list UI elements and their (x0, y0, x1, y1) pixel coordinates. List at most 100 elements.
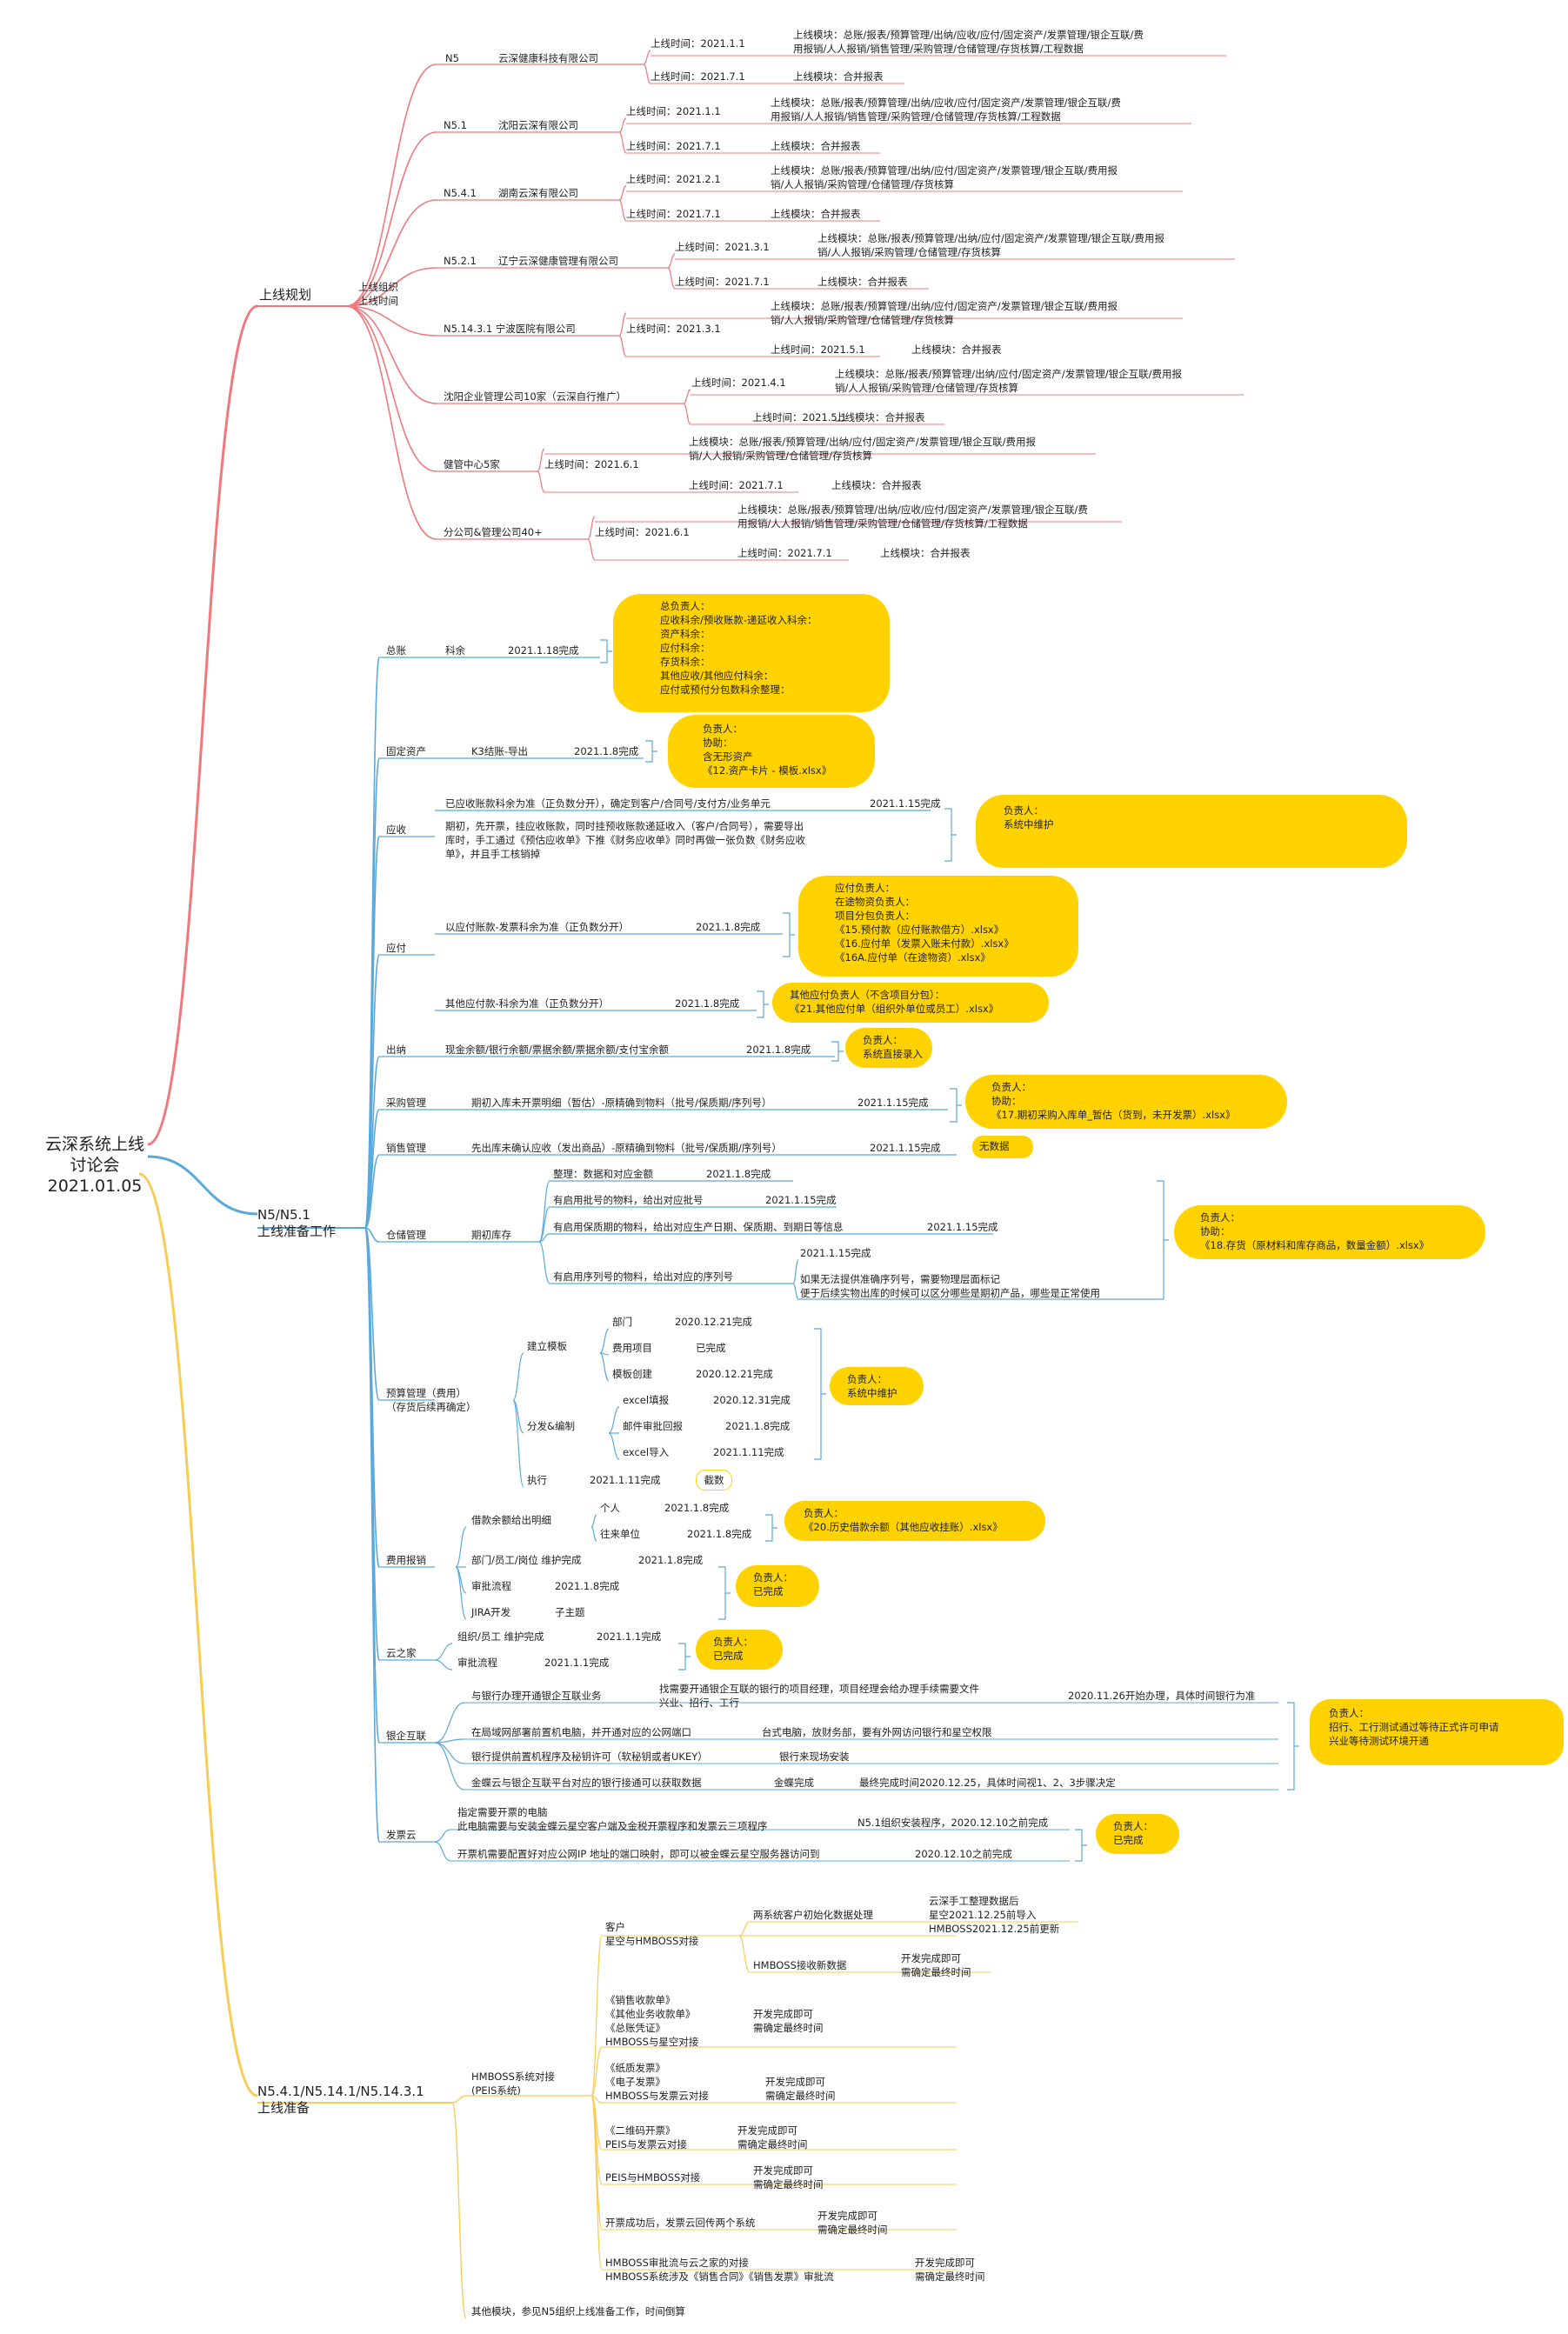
prep-sales-note[interactable]: 无数据 (972, 1136, 1033, 1158)
plan-sy-time1[interactable]: 上线时间：2021.4.1 (691, 377, 786, 389)
prep-inventory-opening[interactable]: 期初库存 (471, 1229, 511, 1241)
prep-fa-done[interactable]: 2021.1.8完成 (574, 745, 639, 757)
hm-customer-receive-note[interactable]: 开发完成即可 需确定最终时间 (901, 1952, 971, 1978)
prep-budget-note[interactable]: 负责人： 系统中维护 (830, 1367, 924, 1405)
expense-approval-done[interactable]: 2021.1.8完成 (555, 1580, 620, 1592)
plan-n5-modules1[interactable]: 上线模块：总账/报表/预算管理/出纳/应收/应付/固定资产/发票管理/银企互联/… (793, 29, 1144, 55)
budget-import[interactable]: excel导入 (623, 1446, 670, 1458)
budget-expense-done[interactable]: 已完成 (696, 1342, 726, 1354)
branch-n5-prep[interactable]: N5/N5.1 上线准备工作 (257, 1207, 337, 1239)
budget-setup[interactable]: 建立模板 (527, 1340, 567, 1352)
plan-fg-time1[interactable]: 上线时间：2021.6.1 (595, 526, 690, 538)
invoice-2[interactable]: 开票机需要配置好对应公网IP 地址的端口映射，即可以被金蝶云星空服务器访问到 (457, 1848, 820, 1860)
bank-1[interactable]: 与银行办理开通银企互联业务 (471, 1690, 602, 1702)
prep-yunzhijia[interactable]: 云之家 (386, 1647, 417, 1659)
plan-n541-time1[interactable]: 上线时间：2021.2.1 (626, 173, 721, 185)
bank-3-remark[interactable]: 银行来现场安装 (779, 1750, 850, 1763)
plan-n521-modules2[interactable]: 上线模块：合并报表 (817, 276, 908, 288)
plan-fg-org[interactable]: 分公司&管理公司40+ (444, 526, 543, 538)
plan-n521-time2[interactable]: 上线时间：2021.7.1 (675, 276, 770, 288)
bank-1-remark[interactable]: 找需要开通银企互联的银行的项目经理，项目经理会给办理手续需要文件 兴业、招行、工… (659, 1683, 979, 1709)
prep-cashier-1[interactable]: 现金余额/银行余额/票据余额/票据余额/支付宝余额 (445, 1044, 669, 1056)
plan-n5-time1[interactable]: 上线时间：2021.1.1 (651, 37, 745, 50)
plan-n51-org[interactable]: 沈阳云深有限公司 (498, 119, 578, 131)
plan-fg-time2[interactable]: 上线时间：2021.7.1 (737, 547, 832, 559)
plan-n5-modules2[interactable]: 上线模块：合并报表 (793, 70, 884, 83)
plan-n541-modules2[interactable]: 上线模块：合并报表 (771, 208, 861, 220)
invoice-1-date[interactable]: N5.1组织安装程序，2020.12.10之前完成 (857, 1817, 1049, 1829)
plan-n5-time2[interactable]: 上线时间：2021.7.1 (651, 70, 745, 83)
hm-customer-receive[interactable]: HMBOSS接收新数据 (753, 1959, 847, 1971)
plan-n5141-modules1[interactable]: 上线模块：总账/报表/预算管理/出纳/应付/固定资产/发票管理/银企互联/费用报… (771, 300, 1118, 326)
prep-invoice-cloud[interactable]: 发票云 (386, 1829, 417, 1841)
prep-gl-done[interactable]: 2021.1.18完成 (508, 644, 579, 657)
plan-n5141-time2[interactable]: 上线时间：2021.5.1 (771, 343, 865, 356)
budget-excel-done[interactable]: 2020.12.31完成 (713, 1394, 791, 1406)
prep-cashier[interactable]: 出纳 (386, 1044, 406, 1056)
budget-import-done[interactable]: 2021.1.11完成 (713, 1446, 784, 1458)
prep-ar-2[interactable]: 期初，先开票，挂应收账款，同时挂预收账款递延收入（客户/合同号），需要导出 库时… (445, 820, 805, 860)
budget-template[interactable]: 模板创建 (612, 1368, 652, 1380)
plan-n5141-modules2[interactable]: 上线模块：合并报表 (911, 343, 1002, 356)
plan-fg-modules2[interactable]: 上线模块：合并报表 (880, 547, 971, 559)
hm-x2-note[interactable]: 开发完成即可 需确定最终时间 (765, 2076, 836, 2102)
plan-jk-time2[interactable]: 上线时间：2021.7.1 (689, 479, 784, 491)
plan-n541-time2[interactable]: 上线时间：2021.7.1 (626, 208, 721, 220)
budget-dept-done[interactable]: 2020.12.21完成 (675, 1316, 752, 1328)
yzj-approval-done[interactable]: 2021.1.1完成 (544, 1657, 610, 1669)
prep-invoice-note[interactable]: 负责人： 已完成 (1096, 1814, 1179, 1854)
prep-inventory-note[interactable]: 负责人： 协助： 《18.存货（原材料和库存商品，数量金额）.xlsx》 (1174, 1205, 1485, 1259)
branch-n541-prep[interactable]: N5.4.1/N5.14.1/N5.14.3.1 上线准备 (257, 2084, 424, 2116)
hm-x6-note[interactable]: 开发完成即可 需确定最终时间 (915, 2257, 985, 2283)
bank-4-remark[interactable]: 金蝶完成 (774, 1777, 814, 1789)
prep-ar-1[interactable]: 已应收账款科余为准（正负数分开），确定到客户/合同号/支付方/业务单元 (445, 797, 771, 810)
prep-inv-2[interactable]: 有启用批号的物料，给出对应批号 (553, 1194, 704, 1206)
bank-2-remark[interactable]: 台式电脑，放财务部，要有外网访问银行和星空权限 (762, 1726, 992, 1738)
prep-inv-1-done[interactable]: 2021.1.8完成 (706, 1168, 771, 1180)
plan-jk-time1[interactable]: 上线时间：2021.6.1 (544, 458, 639, 470)
plan-jk-modules2[interactable]: 上线模块：合并报表 (831, 479, 922, 491)
budget-mail-done[interactable]: 2021.1.8完成 (725, 1420, 791, 1432)
prep-yunzhijia-note[interactable]: 负责人： 已完成 (696, 1630, 783, 1670)
budget-expense[interactable]: 费用项目 (612, 1342, 652, 1354)
hm-x6[interactable]: HMBOSS审批流与云之家的对接 HMBOSS系统涉及《销售合同》《销售发票》审… (605, 2257, 834, 2283)
yzj-org-done[interactable]: 2021.1.1完成 (597, 1630, 662, 1643)
plan-n51-time1[interactable]: 上线时间：2021.1.1 (626, 105, 721, 117)
plan-sy-modules1[interactable]: 上线模块：总账/报表/预算管理/出纳/应付/固定资产/发票管理/银企互联/费用报… (835, 368, 1182, 394)
prep-inv-4-remark[interactable]: 如果无法提供准确序列号，需要物理层面标记 便于后续实物出库的时候可以区分哪些是期… (800, 1273, 1100, 1299)
plan-n5-org[interactable]: 云深健康科技有限公司 (498, 52, 598, 64)
prep-ap-1[interactable]: 以应付账款-发票科余为准（正负数分开） (445, 921, 630, 933)
expense-vendor-done[interactable]: 2021.1.8完成 (687, 1528, 752, 1540)
plan-jk-org[interactable]: 健管中心5家 (444, 458, 500, 470)
plan-n5141-org[interactable]: N5.14.3.1 宁波医院有限公司 (444, 323, 576, 335)
bank-4[interactable]: 金蝶云与银企互联平台对应的银行接通可以获取数据 (471, 1777, 702, 1789)
yzj-org[interactable]: 组织/员工 维护完成 (457, 1630, 544, 1643)
hm-x2[interactable]: 《纸质发票》 《电子发票》 HMBOSS与发票云对接 (605, 2062, 709, 2102)
budget-exec[interactable]: 执行 (527, 1474, 547, 1486)
plan-jk-modules1[interactable]: 上线模块：总账/报表/预算管理/出纳/应付/固定资产/发票管理/银企互联/费用报… (689, 436, 1036, 462)
hm-customer-init-note[interactable]: 云深手工整理数据后 星空2021.12.25前导入 HMBOSS2021.12.… (929, 1895, 1060, 1935)
prep-bank-note[interactable]: 负责人： 招行、工行测试通过等待正式许可申请 兴业等待测试环境开通 (1310, 1699, 1564, 1765)
plan-subtopic[interactable]: 上线组织 上线时间 (358, 281, 398, 307)
prep-purchase[interactable]: 采购管理 (386, 1097, 426, 1109)
prep-sales-1[interactable]: 先出库未确认应收（发出商品）-原精确到物料（批号/保质期/序列号） (471, 1142, 782, 1154)
budget-exec-done[interactable]: 2021.1.11完成 (590, 1474, 661, 1486)
prep-cashier-note[interactable]: 负责人： 系统直接录入 (845, 1028, 932, 1068)
plan-n51-code[interactable]: N5.1 (444, 119, 467, 131)
prep-ar-1-done[interactable]: 2021.1.15完成 (870, 797, 941, 810)
prep-ap-2[interactable]: 其他应付款-科余为准（正负数分开） (445, 997, 610, 1010)
bank-2[interactable]: 在局域网部署前置机电脑，并开通对应的公网端口 (471, 1726, 691, 1738)
expense-jira[interactable]: JIRA开发 (471, 1606, 511, 1618)
invoice-1[interactable]: 指定需要开票的电脑 此电脑需要与安装金蝶云星空客户端及金税开票程序和发票云三项程… (457, 1806, 768, 1832)
prep-gl[interactable]: 总账 (386, 644, 406, 657)
plan-n521-code[interactable]: N5.2.1 (444, 255, 477, 267)
plan-n51-modules2[interactable]: 上线模块：合并报表 (771, 140, 861, 152)
expense-jira-sub[interactable]: 子主题 (555, 1606, 585, 1618)
prep-sales-done[interactable]: 2021.1.15完成 (870, 1142, 941, 1154)
expense-approval[interactable]: 审批流程 (471, 1580, 511, 1592)
prep-inv-3[interactable]: 有启用保质期的物料，给出对应生产日期、保质期、到期日等信息 (553, 1221, 844, 1233)
hm-other-modules[interactable]: 其他模块，参见N5组织上线准备工作，时间倒算 (471, 2305, 685, 2317)
hm-x5[interactable]: 开票成功后，发票云回传两个系统 (605, 2217, 756, 2229)
hmboss-integration[interactable]: HMBOSS系统对接 (PEIS系统) (471, 2071, 555, 2097)
plan-n541-org[interactable]: 湖南云深有限公司 (498, 187, 578, 199)
